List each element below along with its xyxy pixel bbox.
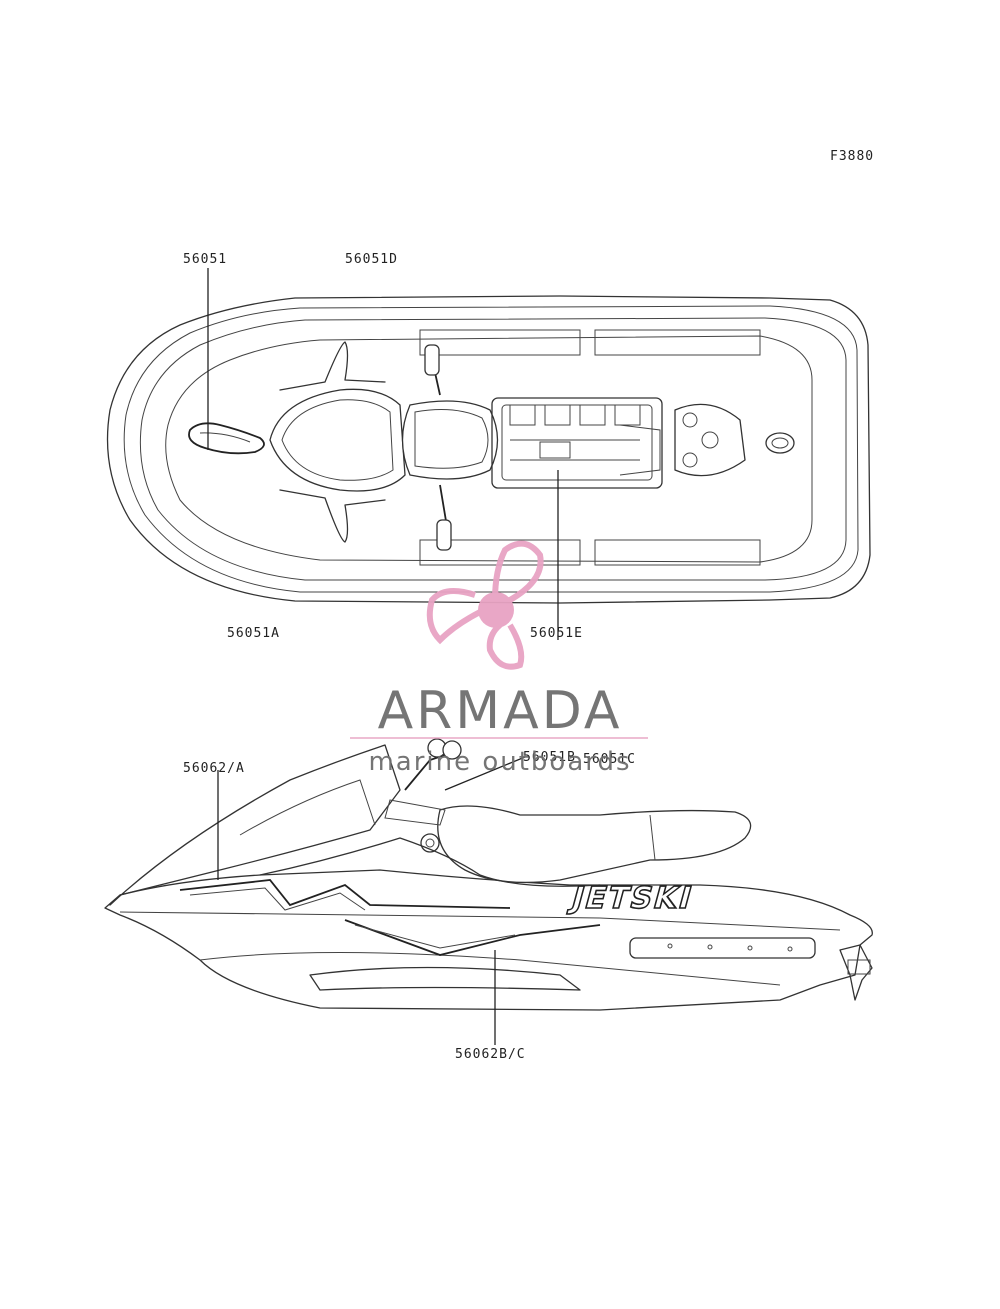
callout-56051A: 56051A xyxy=(227,626,280,641)
side-view-hull xyxy=(104,738,873,1011)
watermark-brand: ARMADA xyxy=(378,681,623,741)
hull-decal-text: JETSKI xyxy=(566,881,697,915)
callout-56051D: 56051D xyxy=(345,252,398,267)
figure-code: F3880 xyxy=(830,149,874,164)
watermark-tagline: marine outboards xyxy=(368,747,631,777)
watermark-logo: ARMADA marine outboards xyxy=(350,540,648,777)
callout-56051B: 56051B xyxy=(523,750,576,765)
callout-56062BC: 56062B/C xyxy=(455,1047,526,1062)
callout-56062A: 56062/A xyxy=(183,761,245,776)
leader-56051B xyxy=(444,756,526,791)
top-view-hull xyxy=(106,295,871,604)
callout-56051C: 56051C xyxy=(583,752,636,767)
callout-56051E: 56051E xyxy=(530,626,583,641)
propeller-icon xyxy=(426,540,544,670)
callout-56051: 56051 xyxy=(183,252,227,267)
propeller-hub xyxy=(478,592,514,628)
